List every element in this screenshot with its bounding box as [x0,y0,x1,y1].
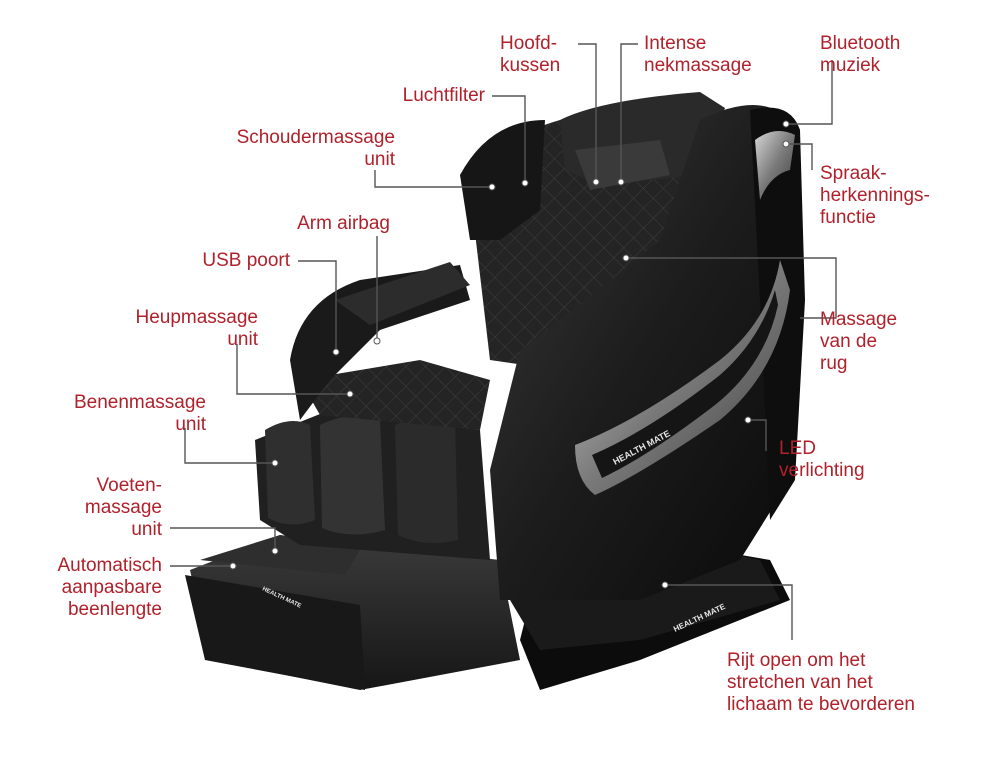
leader-voetenmassage [170,527,276,549]
label-line: verlichting [779,460,865,481]
leader-benenmassage [184,428,275,464]
label-line: aanpasbare [61,577,162,598]
label-arm-airbag: Arm airbag [260,213,390,235]
label-line: stretchen van het [727,672,873,693]
label-line: rug [820,353,848,374]
point-heupmassage [346,390,354,398]
label-line: Rijt open om het [727,650,866,671]
label-line: Schoudermassage [236,127,395,148]
point-led [744,416,752,424]
leg-cushion-2 [320,416,385,535]
label-line: LED [779,438,816,459]
label-line: unit [131,519,162,540]
point-automatisch [229,562,237,570]
point-hoofdkussen [592,178,600,186]
left-wing [460,120,545,240]
left-armrest [290,265,470,420]
label-line: lichaam te bevorderen [727,694,915,715]
label-line: Luchtfilter [402,85,485,106]
label-line: unit [175,414,206,435]
label-massage-rug: Massage van de rug [820,309,897,375]
label-line: herkennings- [820,185,930,206]
label-hoofdkussen: Hoofd- kussen [500,33,560,77]
label-bluetooth-muziek: Bluetooth muziek [820,33,900,77]
label-line: Heupmassage [135,307,258,328]
label-line: kussen [500,55,561,76]
leader-luchtfilter [492,95,526,181]
label-line: Arm airbag [297,213,390,234]
label-led-verlichting: LED verlichting [779,438,865,482]
point-benenmassage [271,459,279,467]
label-line: Spraak- [820,163,887,184]
headrest-pad [575,140,670,190]
label-luchtfilter: Luchtfilter [372,85,485,107]
label-automatisch-beenlengte: Automatisch aanpasbare beenlengte [20,555,162,621]
point-rijt-open [661,581,669,589]
point-usb [332,348,340,356]
label-benenmassage: Benenmassage unit [40,392,206,436]
point-spraakherkenning [782,140,790,148]
label-line: Intense [644,33,707,54]
label-line: Massage [820,309,898,330]
label-intense-nekmassage: Intense nekmassage [644,33,752,77]
side-panel [490,105,800,600]
leader-massage-rug [626,257,837,319]
label-line: Automatisch [57,555,162,576]
label-line: Bluetooth [820,33,901,54]
leader-led [748,419,767,451]
label-schoudermassage: Schoudermassage unit [200,127,395,171]
left-armrest-top [335,262,470,325]
leader-heupmassage [236,344,350,395]
point-voetenmassage [271,547,279,555]
label-line: nekmassage [644,55,752,76]
leader-intense-nekmassage [620,43,638,180]
label-line: massage [84,497,162,518]
point-massage-rug [622,254,630,262]
silver-inner [592,290,778,478]
leader-rijt-open [665,584,793,640]
label-usb-poort: USB poort [170,250,290,272]
label-heupmassage: Heupmassage unit [100,307,258,351]
label-line: unit [364,149,395,170]
silver-trim [575,260,790,495]
label-spraakherkenning: Spraak- herkennings- functie [820,163,930,229]
point-arm-airbag [373,337,381,345]
leader-hoofdkussen [578,43,597,180]
leader-bluetooth [786,60,833,125]
seat [300,360,490,430]
point-schoudermassage [488,183,496,191]
leg-cushion-1 [265,421,315,525]
leader-schoudermassage [374,170,492,188]
point-bluetooth [782,120,790,128]
label-line: beenlengte [67,599,162,620]
label-voetenmassage: Voeten- massage unit [60,475,162,541]
label-line: van de [820,331,878,352]
label-line: unit [227,329,258,350]
label-line: USB poort [202,250,290,271]
point-luchtfilter [521,179,529,187]
label-rijt-open: Rijt open om het stretchen van het licha… [727,650,915,716]
leg-cushion-3 [395,416,458,544]
leader-usb [298,260,337,350]
label-line: Benenmassage [73,392,206,413]
label-line: muziek [820,55,881,76]
label-line: Hoofd- [500,33,558,54]
point-nekmassage [617,178,625,186]
foot-unit-front [185,575,365,690]
top-silver-cap [755,131,795,200]
label-line: Voeten- [96,475,163,496]
label-line: functie [820,207,876,228]
leader-spraakherkenning [786,143,813,170]
